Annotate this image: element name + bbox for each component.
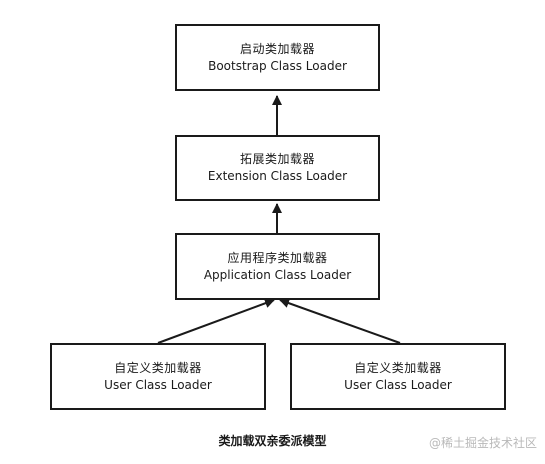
user-right-en-label: User Class Loader: [344, 377, 452, 392]
bootstrap-en-label: Bootstrap Class Loader: [208, 58, 347, 73]
application-class-loader-box: 应用程序类加载器 Application Class Loader: [175, 233, 380, 300]
application-en-label: Application Class Loader: [203, 267, 352, 282]
user-class-loader-left-box: 自定义类加载器 User Class Loader: [50, 343, 266, 410]
extension-zh-label: 拓展类加载器: [239, 152, 315, 166]
extension-en-label: Extension Class Loader: [207, 169, 348, 183]
user-class-loader-right-box: 自定义类加载器 User Class Loader: [290, 343, 506, 410]
user-right-zh-label: 自定义类加载器: [354, 360, 442, 375]
bootstrap-class-loader-box: 启动类加载器 Bootstrap Class Loader: [175, 24, 380, 91]
watermark-text: @稀土掘金技术社区: [428, 436, 537, 450]
extension-class-loader-box: 拓展类加载器 Extension Class Loader: [175, 135, 380, 201]
arrow-user-left-to-application: [157, 298, 275, 344]
bootstrap-zh-label: 启动类加载器: [239, 41, 315, 56]
diagram-caption: 类加载双亲委派模型: [218, 434, 327, 448]
user-left-en-label: User Class Loader: [104, 377, 212, 392]
application-zh-label: 应用程序类加载器: [227, 250, 328, 265]
arrow-user-right-to-application: [279, 298, 401, 344]
user-left-zh-label: 自定义类加载器: [114, 360, 202, 375]
